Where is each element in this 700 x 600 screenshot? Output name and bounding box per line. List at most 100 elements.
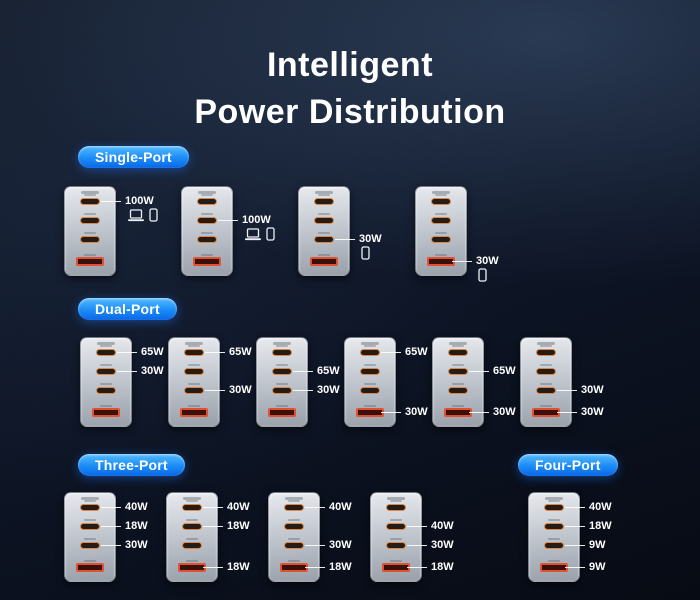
power-value: 65W	[317, 365, 340, 377]
power-value: 18W	[589, 520, 612, 532]
port-power-label: 18W	[101, 520, 148, 532]
usba-port	[193, 257, 221, 266]
usbc-port-3	[360, 387, 380, 394]
charger-brand-mark	[97, 342, 115, 345]
section-badge-three-port: Three-Port	[78, 454, 185, 476]
charger: 40W 18W 9W 9W	[528, 492, 612, 582]
usbc-port-3	[182, 542, 202, 549]
label-connector-line	[203, 506, 223, 508]
usbc-port-1	[284, 504, 304, 511]
laptop-icon	[244, 228, 262, 244]
usbc-port-1	[386, 504, 406, 511]
usbc-port-1	[197, 198, 217, 205]
power-value: 40W	[431, 520, 454, 532]
label-connector-line	[101, 506, 121, 508]
port-power-label: 30W	[335, 233, 382, 260]
usbc-port-1	[184, 349, 204, 356]
label-connector-line	[305, 506, 325, 508]
charger-brand-mark	[315, 191, 333, 194]
label-connector-line	[205, 351, 225, 353]
usbc-port-2	[536, 368, 556, 375]
label-connector-line	[565, 525, 585, 527]
laptop-icon	[127, 209, 145, 225]
power-value: 30W	[405, 406, 428, 418]
usbc-port-1	[96, 349, 116, 356]
usbc-port-1	[544, 504, 564, 511]
charger-brand-mark	[185, 342, 203, 345]
label-connector-line	[557, 389, 577, 391]
port-power-label: 9W	[565, 539, 606, 551]
power-value: 9W	[589, 539, 606, 551]
usbc-port-2	[80, 523, 100, 530]
label-connector-line	[407, 525, 427, 527]
usbc-port-2	[360, 368, 380, 375]
port-power-label: 30W	[205, 384, 252, 396]
usbc-port-2	[184, 368, 204, 375]
usbc-port-2	[197, 217, 217, 224]
usbc-port-3	[536, 387, 556, 394]
usbc-port-2	[448, 368, 468, 375]
usbc-port-3	[272, 387, 292, 394]
label-connector-line	[101, 525, 121, 527]
usba-port	[268, 408, 296, 417]
port-power-label: 40W	[407, 520, 454, 532]
port-power-label: 30W	[557, 384, 604, 396]
port-power-label: 40W	[565, 501, 612, 513]
usba-port	[427, 257, 455, 266]
four-port-charger-row: 40W 18W 9W 9W	[528, 492, 612, 582]
usbc-port-3	[96, 387, 116, 394]
charger: 65W 30W	[432, 337, 516, 427]
power-value: 18W	[329, 561, 352, 573]
usbc-port-2	[284, 523, 304, 530]
usbc-port-2	[272, 368, 292, 375]
usba-port	[356, 408, 384, 417]
charger-brand-mark	[81, 497, 99, 500]
charger: 65W 30W	[344, 337, 428, 427]
usbc-port-3	[544, 542, 564, 549]
port-power-label: 30W	[293, 384, 340, 396]
label-connector-line	[452, 260, 472, 262]
port-power-label: 65W	[117, 346, 164, 358]
usbc-port-1	[360, 349, 380, 356]
label-connector-line	[293, 370, 313, 372]
charger-brand-mark	[449, 342, 467, 345]
section-badge-dual-port: Dual-Port	[78, 298, 177, 320]
power-value: 18W	[227, 561, 250, 573]
label-connector-line	[203, 525, 223, 527]
port-power-label: 65W	[469, 365, 516, 377]
label-connector-line	[117, 351, 137, 353]
usba-port	[178, 563, 206, 572]
port-power-label: 30W	[557, 406, 604, 418]
label-connector-line	[381, 351, 401, 353]
label-connector-line	[101, 200, 121, 202]
usbc-port-3	[314, 236, 334, 243]
usbc-port-3	[80, 236, 100, 243]
title-line2: Power Distribution	[194, 92, 506, 131]
usbc-port-1	[314, 198, 334, 205]
charger-brand-mark	[361, 342, 379, 345]
label-connector-line	[407, 544, 427, 546]
power-value: 65W	[405, 346, 428, 358]
usba-port	[180, 408, 208, 417]
charger: 100W	[181, 186, 275, 276]
usbc-port-1	[182, 504, 202, 511]
power-value: 30W	[493, 406, 516, 418]
device-icons	[361, 246, 370, 263]
usbc-port-2	[386, 523, 406, 530]
usba-port	[444, 408, 472, 417]
label-connector-line	[469, 411, 489, 413]
port-power-label: 9W	[565, 561, 606, 573]
power-value: 30W	[431, 539, 454, 551]
label-connector-line	[205, 389, 225, 391]
usba-port	[92, 408, 120, 417]
usbc-port-3	[80, 542, 100, 549]
charger-brand-mark	[81, 191, 99, 194]
label-connector-line	[557, 411, 577, 413]
usbc-port-1	[80, 198, 100, 205]
port-power-label: 18W	[407, 561, 454, 573]
power-value: 18W	[227, 520, 250, 532]
usbc-port-2	[182, 523, 202, 530]
